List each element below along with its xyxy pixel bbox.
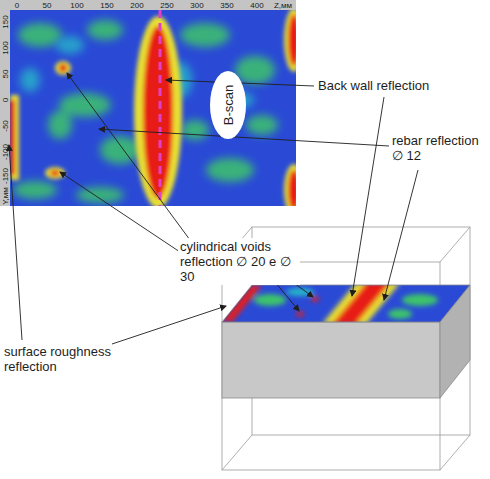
c-scan-map	[20, 68, 40, 92]
callout-label: Back wall reflection	[318, 78, 478, 93]
slab-top-map	[388, 309, 412, 319]
c-scan-map	[235, 56, 275, 84]
leader-line	[112, 306, 226, 344]
slab-top-map	[254, 294, 286, 306]
callout-label: surface roughness reflection	[4, 344, 126, 374]
axis-tick-y: -150	[1, 168, 10, 184]
c-scan-map	[55, 61, 71, 75]
c-scan-map	[134, 16, 182, 206]
slab-top-map	[332, 283, 390, 324]
c-scan-map	[56, 36, 84, 54]
axis-tick-y: 50	[1, 70, 10, 79]
leader-line	[99, 129, 389, 146]
axis-tick-z: 250	[160, 1, 173, 10]
c-scan-map	[288, 14, 296, 66]
leader-line	[352, 97, 384, 296]
callout-label: rebar reflection ∅ 12	[392, 133, 487, 163]
c-scan-map	[59, 93, 111, 117]
c-scan-map	[180, 23, 230, 47]
c-scan-map	[87, 20, 123, 40]
axis-tick-y: 0	[1, 98, 10, 102]
c-scan-map	[48, 111, 72, 139]
c-scan-map	[100, 136, 140, 164]
wireframe-box	[222, 435, 252, 470]
c-scan-map	[143, 26, 173, 198]
c-scan-map	[10, 10, 296, 206]
slab-top-map	[222, 285, 262, 322]
c-scan-map	[284, 10, 296, 72]
slab-top-map	[322, 283, 400, 324]
c-scan-map	[59, 64, 67, 72]
c-scan-map	[18, 23, 62, 47]
axis-tick-y: 150	[1, 15, 10, 28]
leader-line	[275, 282, 299, 311]
callout-label: cylindrical voids reflection ∅ 20 e ∅ 30	[178, 238, 300, 285]
c-scan-map	[76, 187, 124, 203]
b-scan-ellipse: B-scan	[209, 70, 247, 140]
c-scan-map	[181, 120, 209, 140]
node-text: B-scan	[221, 85, 236, 125]
wireframe-box	[440, 435, 470, 470]
c-scan-map	[288, 170, 296, 206]
c-scan-map	[246, 115, 278, 135]
leader-line	[384, 170, 418, 300]
slab-top-map	[296, 312, 304, 317]
axis-tick-y: Y,мм	[1, 187, 10, 205]
b-scan-line	[159, 10, 162, 206]
axis-tick-z: 350	[220, 1, 233, 10]
c-scan-map	[206, 158, 254, 182]
axis-tick-z: 150	[100, 1, 113, 10]
c-scan-map	[10, 10, 296, 206]
axis-tick-z: 200	[130, 1, 143, 10]
axis-tick-z: 400	[250, 1, 263, 10]
3d-model	[222, 285, 470, 322]
axis-tick-y: -100	[1, 144, 10, 160]
axis-tick-z: 100	[70, 1, 83, 10]
slab-top-map	[311, 297, 319, 302]
wireframe-box	[440, 227, 470, 262]
c-scan-map	[10, 95, 19, 180]
axis-tick-z: 300	[190, 1, 203, 10]
leader-line	[9, 145, 22, 340]
slab-front	[222, 322, 440, 398]
slab-top-map	[222, 283, 470, 324]
leader-line	[67, 73, 190, 240]
slab-top-map	[222, 283, 438, 324]
axis-tick-z: 50	[43, 1, 52, 10]
c-scan-map	[13, 181, 57, 199]
axis-tick-z: Z,мм	[274, 1, 292, 10]
axis-tick-y: -50	[1, 120, 10, 132]
ellipse-shape	[210, 71, 246, 139]
c-scan-map	[50, 170, 60, 176]
c-scan-map	[10, 10, 296, 206]
slab-top-map	[402, 294, 438, 306]
c-scan-image	[0, 0, 296, 206]
axis-tick-y: 100	[1, 41, 10, 54]
leader-line	[60, 172, 180, 252]
c-scan-map	[10, 100, 15, 175]
axis-tick-z: 0	[15, 1, 19, 10]
c-scan-map	[284, 164, 296, 206]
